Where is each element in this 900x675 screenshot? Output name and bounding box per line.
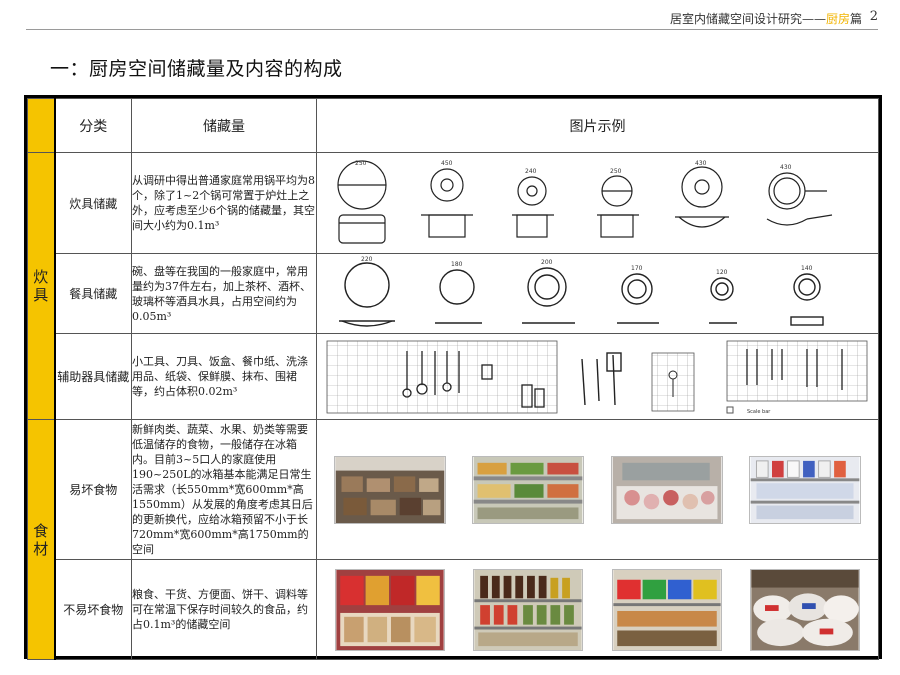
pot-dim-label: 250 xyxy=(355,160,367,167)
table-row: 餐具储藏 碗、盘等在我国的一般家庭中，常用量约为37件左右，加上茶杯、酒杯、玻璃… xyxy=(28,253,879,334)
pot-dim-label: 430 xyxy=(780,164,792,171)
header-divider xyxy=(26,29,878,30)
header-amount: 储藏量 xyxy=(131,98,317,153)
header-title: 居室内储藏空间设计研究——厨房篇 xyxy=(670,10,862,27)
plate-dim-label: 170 xyxy=(631,265,643,272)
pot-dim-label: 430 xyxy=(695,160,707,167)
plate-dim-label: 180 xyxy=(451,261,463,268)
page-number: 2 xyxy=(869,9,878,24)
header-corner xyxy=(27,98,56,153)
group-label-cookware: 炊具 xyxy=(33,268,49,304)
amount-text: 粮食、干货、方便面、饼干、调料等可在常温下保存时间较久的食品，约占0.1m³的储… xyxy=(132,588,308,631)
category-perishable-food: 易坏食物 xyxy=(54,419,132,560)
amount-text: 小工具、刀具、饭盒、餐巾纸、洗涤用品、纸袋、保鲜膜、抹布、围裙等，约占体积0.0… xyxy=(132,355,308,398)
scale-bar-label: Scale bar xyxy=(747,409,771,415)
condiment-shelf-photo xyxy=(473,568,584,651)
category-auxiliary-storage: 辅助器具储藏 xyxy=(54,333,132,420)
category-nonperishable-food: 不易坏食物 xyxy=(54,559,132,660)
amount-text: 从调研中得出普通家庭常用锅平均为8个，除了1~2个锅可常置于炉灶上之外，应考虑至… xyxy=(132,174,315,232)
pot-dim-label: 450 xyxy=(441,160,453,167)
plate-dim-label: 120 xyxy=(716,269,728,276)
header-title-accent: 厨房 xyxy=(825,12,850,26)
rice-sacks-photo xyxy=(749,568,860,651)
storage-table: 分类 储藏量 图片示例 炊具 炊具储藏 从调研中得出普通家庭常用锅平均为8个，除… xyxy=(24,95,882,660)
amount-auxiliary-storage: 小工具、刀具、饭盒、餐巾纸、洗涤用品、纸袋、保鲜膜、抹布、围裙等，约占体积0.0… xyxy=(131,333,317,420)
nonperishable-photo-row xyxy=(317,560,878,659)
amount-nonperishable-food: 粮食、干货、方便面、饼干、调料等可在常温下保存时间较久的食品，约占0.1m³的储… xyxy=(131,559,317,660)
pot-dim-label: 250 xyxy=(610,168,622,175)
bulk-bins-photo xyxy=(611,568,722,651)
perishable-photos xyxy=(316,419,879,560)
amount-perishable-food: 新鲜肉类、蔬菜、水果、奶类等需要低温储存的食物，一般储存在冰箱内。目前3~5口人… xyxy=(131,419,317,560)
header-title-suffix: 篇 xyxy=(849,12,862,26)
group-cookware: 炊具 xyxy=(27,152,56,420)
meat-counter-photo xyxy=(334,455,447,524)
plates-drawings: 220 180 200 170 120 140 xyxy=(316,253,879,334)
header-title-prefix: 居室内储藏空间设计研究—— xyxy=(669,12,826,26)
plate-line-drawings: 220 180 200 170 120 140 xyxy=(339,256,824,327)
plate-dim-label: 220 xyxy=(361,256,373,263)
header-category: 分类 xyxy=(54,98,132,153)
amount-cookware-storage: 从调研中得出普通家庭常用锅平均为8个，除了1~2个锅可常置于炉灶上之外，应考虑至… xyxy=(131,152,317,254)
produce-shelf-photo xyxy=(472,455,585,524)
freezer-food-photo xyxy=(610,455,723,524)
nonperishable-photos xyxy=(316,559,879,660)
amount-text: 新鲜肉类、蔬菜、水果、奶类等需要低温储存的食物，一般储存在冰箱内。目前3~5口人… xyxy=(132,423,313,556)
group-ingredients: 食材 xyxy=(27,419,56,660)
page-title: 一：厨房空间储藏量及内容的构成 xyxy=(50,58,343,80)
pots-drawings: 250 450 240 250 430 430 xyxy=(316,152,879,254)
table-row: 炊具 炊具储藏 从调研中得出普通家庭常用锅平均为8个，除了1~2个锅可常置于炉灶… xyxy=(27,152,879,420)
utensil-rack-drawings: Scale bar xyxy=(326,340,868,415)
tools-drawings: Scale bar xyxy=(316,333,879,420)
table-row: 食材 易坏食物 新鲜肉类、蔬菜、水果、奶类等需要低温储存的食物，一般储存在冰箱内… xyxy=(27,419,879,660)
amount-tableware-storage: 碗、盘等在我国的一般家庭中，常用量约为37件左右，加上茶杯、酒杯、玻璃杯等酒具水… xyxy=(131,253,317,334)
plate-dim-label: 140 xyxy=(801,265,813,272)
pot-dim-label: 240 xyxy=(525,168,537,175)
header-examples: 图片示例 xyxy=(316,98,879,153)
category-cookware-storage: 炊具储藏 xyxy=(54,152,132,254)
perishable-photo-row xyxy=(317,420,878,559)
table-row: 辅助器具储藏 小工具、刀具、饭盒、餐巾纸、洗涤用品、纸袋、保鲜膜、抹布、围裙等，… xyxy=(28,333,879,420)
pot-line-drawings: 250 450 240 250 430 430 xyxy=(337,160,833,244)
snack-shelf-photo xyxy=(335,568,446,651)
amount-text: 碗、盘等在我国的一般家庭中，常用量约为37件左右，加上茶杯、酒杯、玻璃杯等酒具水… xyxy=(132,264,311,323)
table-header-row: 分类 储藏量 图片示例 xyxy=(27,98,879,153)
category-tableware-storage: 餐具储藏 xyxy=(54,253,132,334)
plate-dim-label: 200 xyxy=(541,259,553,266)
table-row: 不易坏食物 粮食、干货、方便面、饼干、调料等可在常温下保存时间较久的食品，约占0… xyxy=(28,559,879,660)
group-label-ingredients: 食材 xyxy=(33,521,49,558)
dairy-shelf-photo xyxy=(748,455,861,524)
